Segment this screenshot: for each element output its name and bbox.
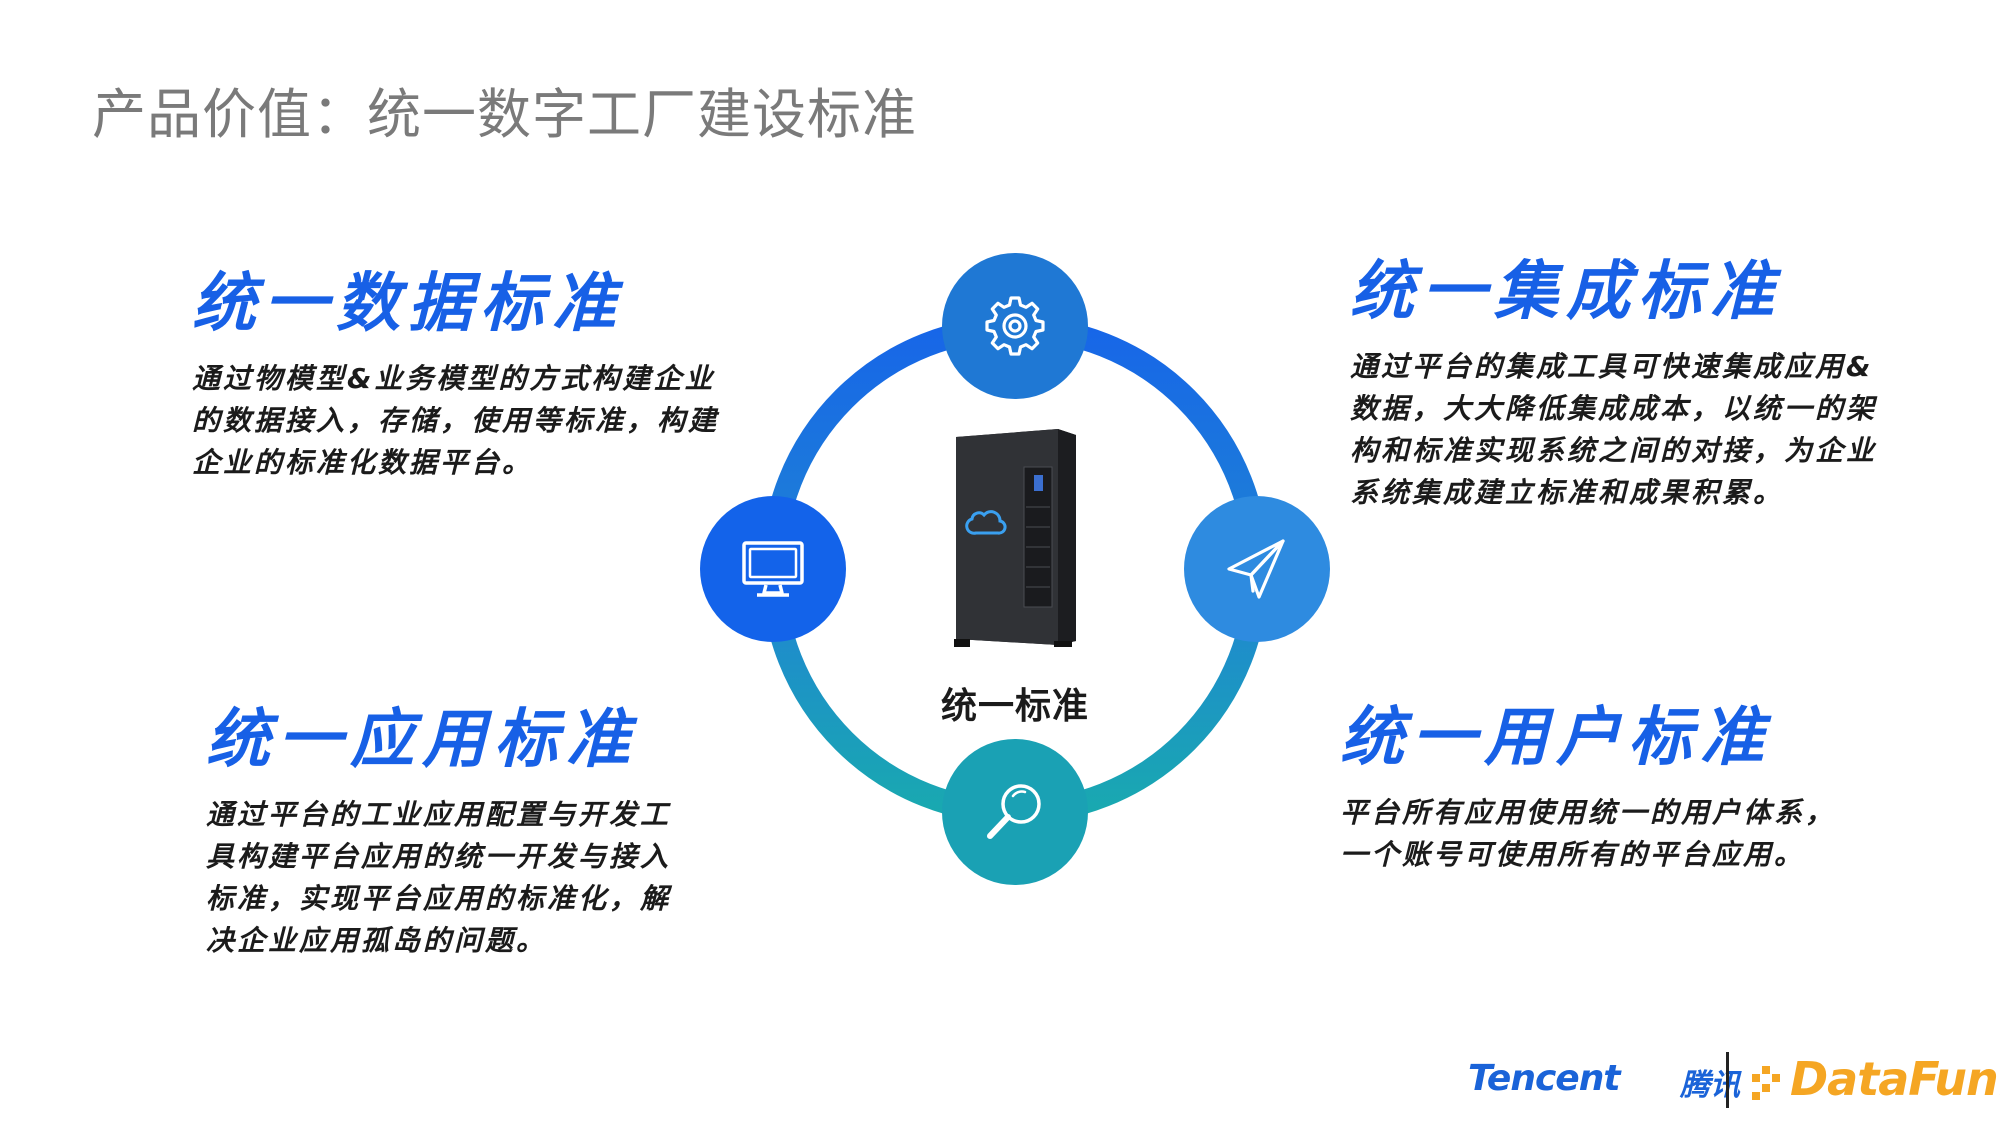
gear-icon <box>985 296 1045 356</box>
data-standard-desc: 通过物模型&业务模型的方式构建企业 的数据接入，存储，使用等标准，构建 企业的标… <box>192 358 752 484</box>
desc-line: 数据，大大降低集成成本，以统一的架 <box>1350 392 1878 425</box>
integration-standard-desc: 通过平台的集成工具可快速集成应用& 数据，大大降低集成成本，以统一的架 构和标准… <box>1350 346 1930 514</box>
center-label: 统一标准 <box>940 686 1089 727</box>
user-standard-block: 统一用户标准 平台所有应用使用统一的用户体系， 一个账号可使用所有的平台应用。 <box>1340 686 1900 876</box>
data-standard-title: 统一数据标准 <box>192 267 624 341</box>
paper-plane-node <box>1184 496 1330 642</box>
server-cabinet-image <box>954 429 1076 647</box>
desc-line: 通过平台的工业应用配置与开发工 <box>206 798 672 831</box>
desc-line: 系统集成建立标准和成果积累。 <box>1350 476 1785 509</box>
paper-plane-icon <box>1227 539 1285 599</box>
application-standard-block: 统一应用标准 通过平台的工业应用配置与开发工 具构建平台应用的统一开发与接入 标… <box>206 688 716 962</box>
desc-line: 标准，实现平台应用的标准化，解 <box>206 882 672 915</box>
datafun-mark-icon <box>1752 1066 1780 1100</box>
user-standard-desc: 平台所有应用使用统一的用户体系， 一个账号可使用所有的平台应用。 <box>1340 792 1900 876</box>
application-standard-title: 统一应用标准 <box>206 703 638 777</box>
magnifier-node <box>942 739 1088 885</box>
tencent-cn-logo: 腾讯 <box>1680 1068 1740 1103</box>
desc-line: 一个账号可使用所有的平台应用。 <box>1340 838 1806 871</box>
desc-line: 构和标准实现系统之间的对接，为企业 <box>1350 434 1878 467</box>
tencent-logo: Tencent <box>1468 1058 1621 1099</box>
standards-cycle-diagram: 统一标准 <box>690 245 1340 895</box>
datafun-logo: DataFun. <box>1790 1052 2000 1106</box>
user-standard-title: 统一用户标准 <box>1340 701 1772 775</box>
gear-node <box>942 253 1088 399</box>
page-title: 产品价值：统一数字工厂建设标准 <box>92 83 917 146</box>
desc-line: 具构建平台应用的统一开发与接入 <box>206 840 672 873</box>
data-standard-block: 统一数据标准 通过物模型&业务模型的方式构建企业 的数据接入，存储，使用等标准，… <box>192 252 752 484</box>
desc-line: 平台所有应用使用统一的用户体系， <box>1340 796 1837 829</box>
desc-line: 通过物模型&业务模型的方式构建企业 <box>192 362 716 395</box>
footer-logos: Tencent 腾讯 DataFun. <box>1468 1050 2000 1110</box>
desc-line: 决企业应用孤岛的问题。 <box>206 924 548 957</box>
desc-line: 通过平台的集成工具可快速集成应用& <box>1350 350 1874 383</box>
desc-line: 的数据接入，存储，使用等标准，构建 <box>192 404 720 437</box>
integration-standard-block: 统一集成标准 通过平台的集成工具可快速集成应用& 数据，大大降低集成成本，以统一… <box>1350 240 1930 514</box>
logo-divider <box>1726 1052 1729 1108</box>
magnifier-icon <box>987 784 1041 839</box>
integration-standard-title: 统一集成标准 <box>1350 255 1782 329</box>
monitor-icon <box>742 541 804 597</box>
monitor-node <box>700 496 846 642</box>
desc-line: 企业的标准化数据平台。 <box>192 446 534 479</box>
application-standard-desc: 通过平台的工业应用配置与开发工 具构建平台应用的统一开发与接入 标准，实现平台应… <box>206 794 716 962</box>
